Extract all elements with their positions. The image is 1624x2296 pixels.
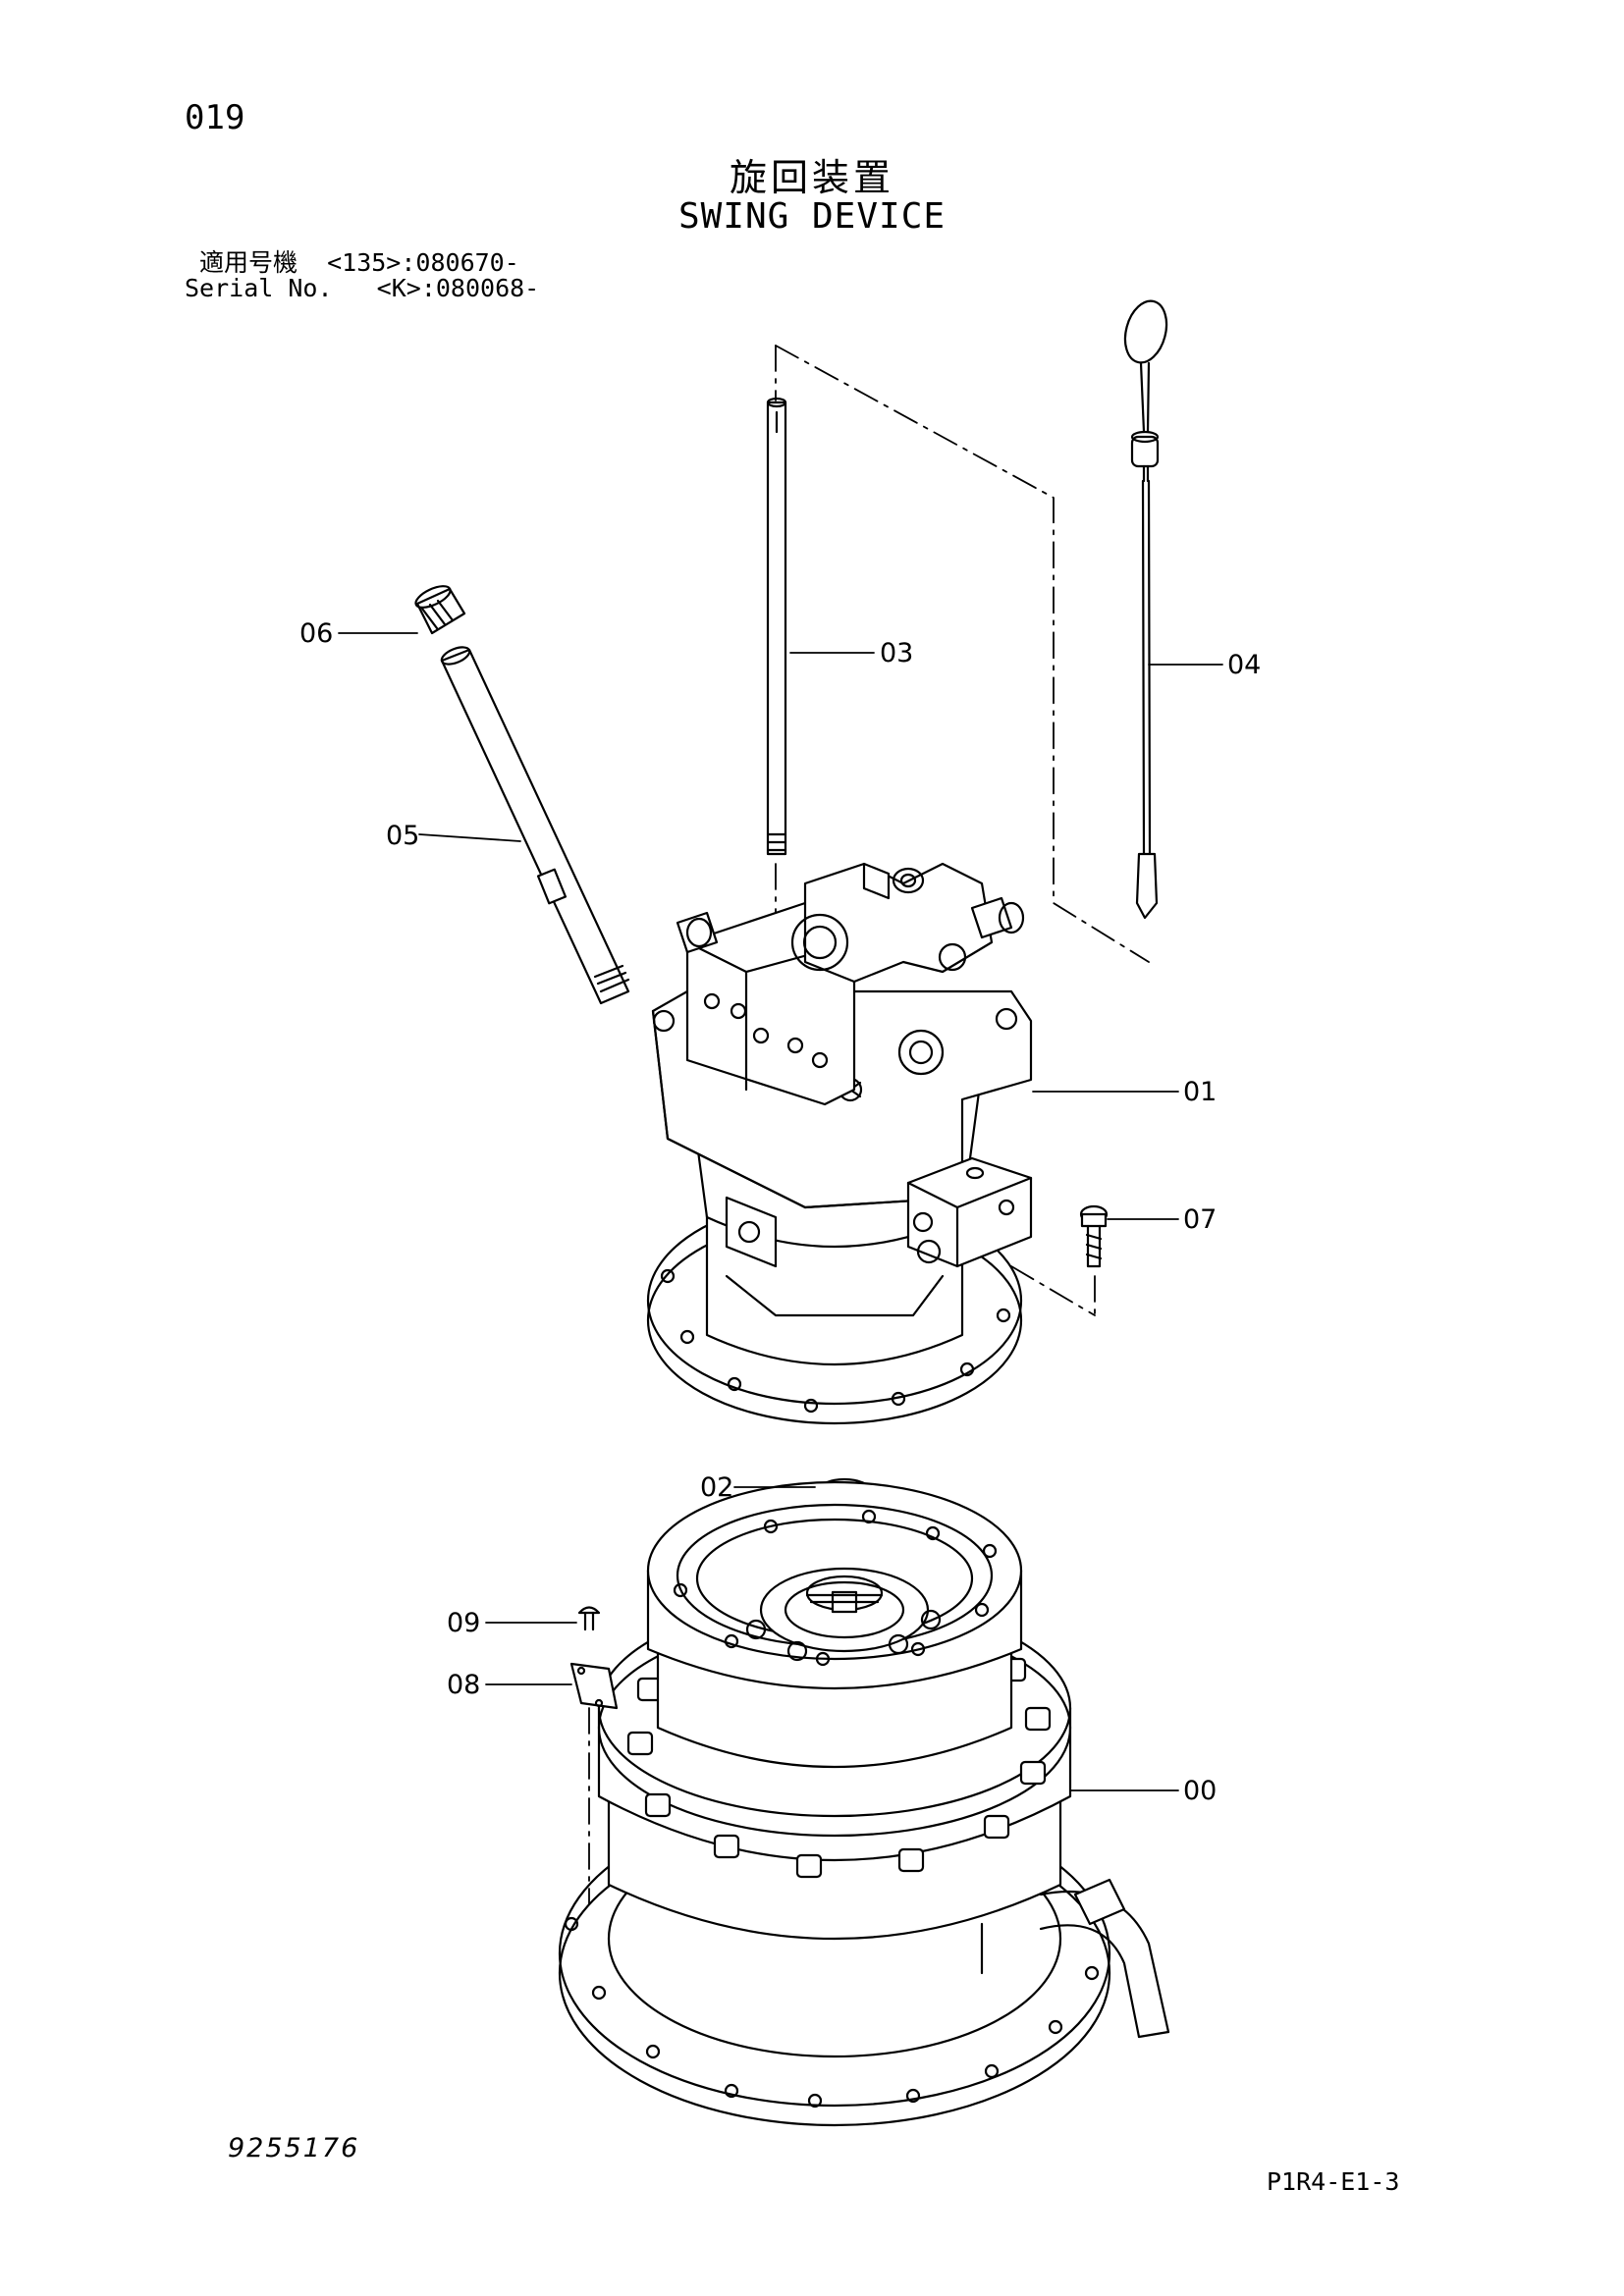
page-title: SWING DEVICE [677, 196, 947, 237]
page-code: P1R4-E1-3 [1267, 2167, 1400, 2196]
callout-03: 03 [880, 638, 914, 668]
part-00-reduction-gear [558, 1480, 1170, 2127]
page-number: 019 [185, 98, 245, 137]
part-09-screw [577, 1606, 601, 1631]
part-01-swing-motor [646, 862, 1033, 1425]
drawing-number: 9255176 [228, 2133, 360, 2163]
callout-01: 01 [1183, 1077, 1218, 1107]
part-08-plate [569, 1662, 619, 1710]
callout-07: 07 [1183, 1204, 1218, 1235]
serial-number-line: Serial No. <K>:080068- [185, 274, 540, 302]
part-03-shaft [766, 397, 787, 856]
page-title-japanese: 旋回装置 [729, 156, 894, 199]
callout-06: 06 [299, 618, 334, 649]
part-06-cap [414, 585, 466, 635]
callout-04: 04 [1227, 650, 1262, 680]
callout-02: 02 [700, 1472, 734, 1503]
leader-lines [338, 632, 1223, 1791]
callout-09: 09 [447, 1608, 481, 1638]
serial-applicability-line: 適用号機 <135>:080670- [199, 248, 519, 277]
callout-00: 00 [1183, 1776, 1218, 1806]
part-04-dipstick [1123, 299, 1168, 920]
part-07-bolt [1079, 1204, 1109, 1268]
callout-08: 08 [447, 1670, 481, 1700]
callout-05: 05 [386, 821, 420, 851]
part-05-pipe [440, 646, 630, 1005]
